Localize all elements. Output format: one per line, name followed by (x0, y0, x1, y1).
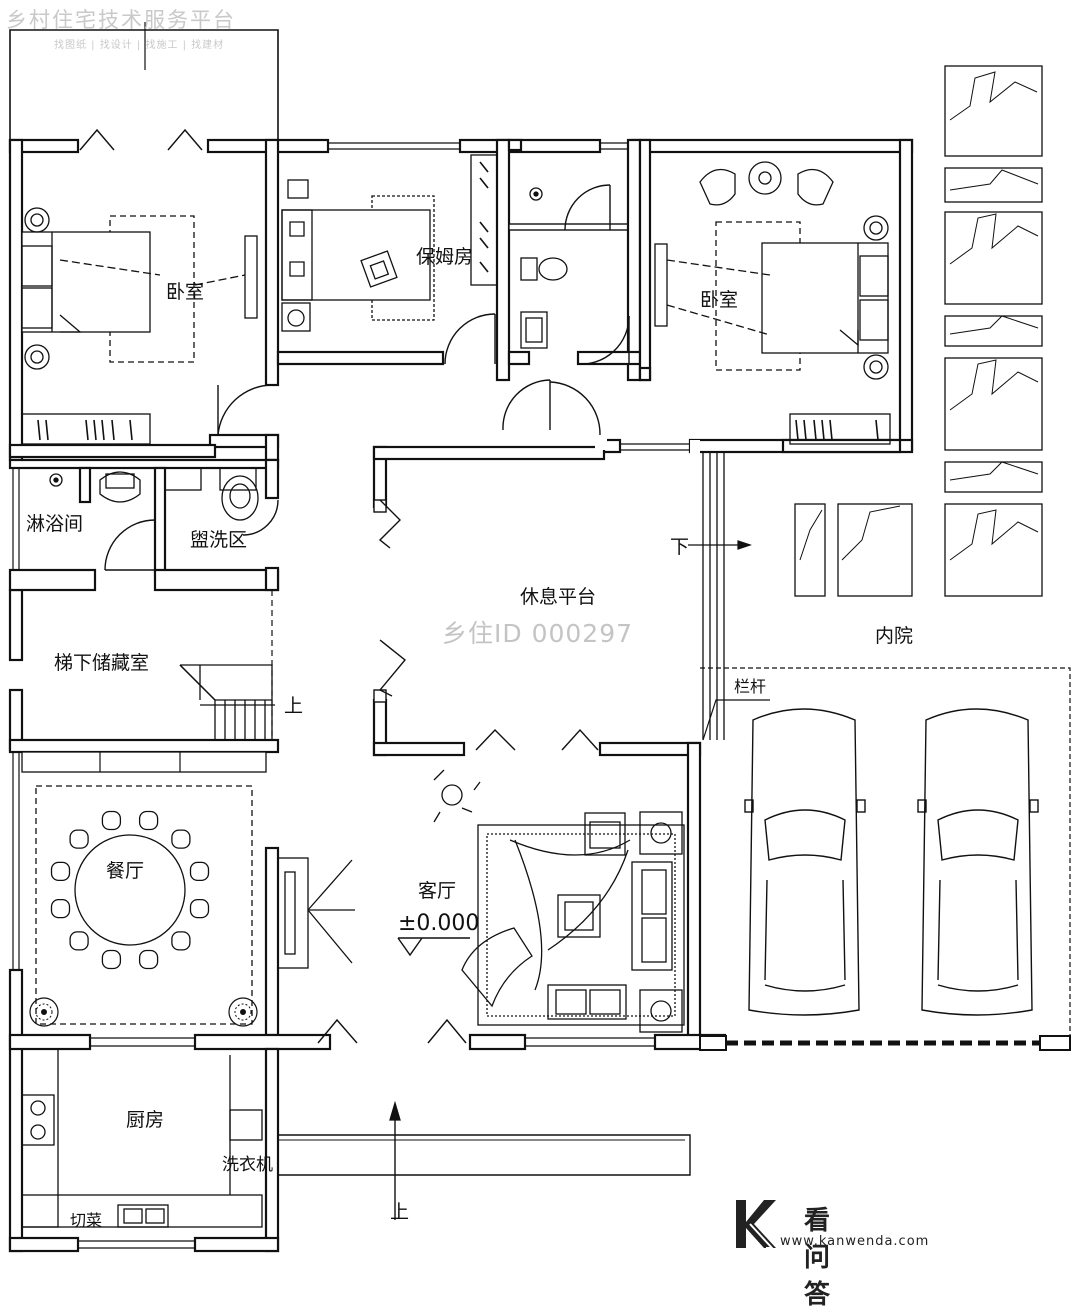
label-stair-up: 上 (284, 695, 303, 717)
platform-subtitle: 找图纸 | 找设计 | 找施工 | 找建材 (54, 40, 225, 51)
dining-chair (189, 898, 210, 919)
k-logo-icon (736, 1200, 776, 1249)
label-under-stair-storage: 梯下储藏室 (54, 652, 149, 674)
dining-chair (101, 949, 122, 970)
label-rest-platform: 休息平台 (520, 586, 596, 608)
label-bedroom-left: 卧室 (166, 281, 204, 303)
label-chopping: 切菜 (70, 1211, 102, 1230)
dining-chair (101, 810, 122, 831)
dining-chair (189, 861, 210, 882)
label-entry-up: 上 (390, 1201, 409, 1223)
label-living-room: 客厅 (418, 880, 456, 902)
label-wash-area: 盥洗区 (190, 529, 247, 551)
dining-chair (138, 949, 159, 970)
floor-plan: 卧室 保姆房 卧室 淋浴间 盥洗区 休息平台 梯下储藏室 餐厅 客厅 厨房 内院… (8, 22, 1071, 1253)
brand-url: www.kanwenda.com (780, 1234, 930, 1249)
dining-chair (69, 829, 89, 849)
label-kitchen: 厨房 (126, 1109, 164, 1131)
label-bedroom-right: 卧室 (700, 289, 738, 311)
dining-chair (171, 829, 191, 849)
platform-watermark: 乡村住宅技术服务平台 找图纸 | 找设计 | 找施工 | 找建材 (6, 4, 236, 51)
label-railing: 栏杆 (734, 677, 766, 696)
dining-chair (50, 898, 71, 919)
label-floor-elevation: ±0.000 (398, 911, 479, 936)
label-down: 下 (670, 536, 689, 558)
label-nanny-room: 保姆房 (416, 246, 473, 268)
label-washing-machine: 洗衣机 (222, 1155, 273, 1175)
dining-chair (69, 931, 89, 951)
label-shower-room: 淋浴间 (26, 513, 83, 535)
brand-name: 看问答 (804, 1206, 834, 1310)
design-id-watermark: 乡住ID 000297 (442, 619, 634, 648)
dining-chair (171, 931, 191, 951)
platform-title: 乡村住宅技术服务平台 (6, 8, 236, 32)
label-dining-room: 餐厅 (106, 860, 144, 882)
label-inner-courtyard: 内院 (875, 625, 913, 647)
dining-chair (138, 810, 159, 831)
dining-chair (50, 861, 71, 882)
